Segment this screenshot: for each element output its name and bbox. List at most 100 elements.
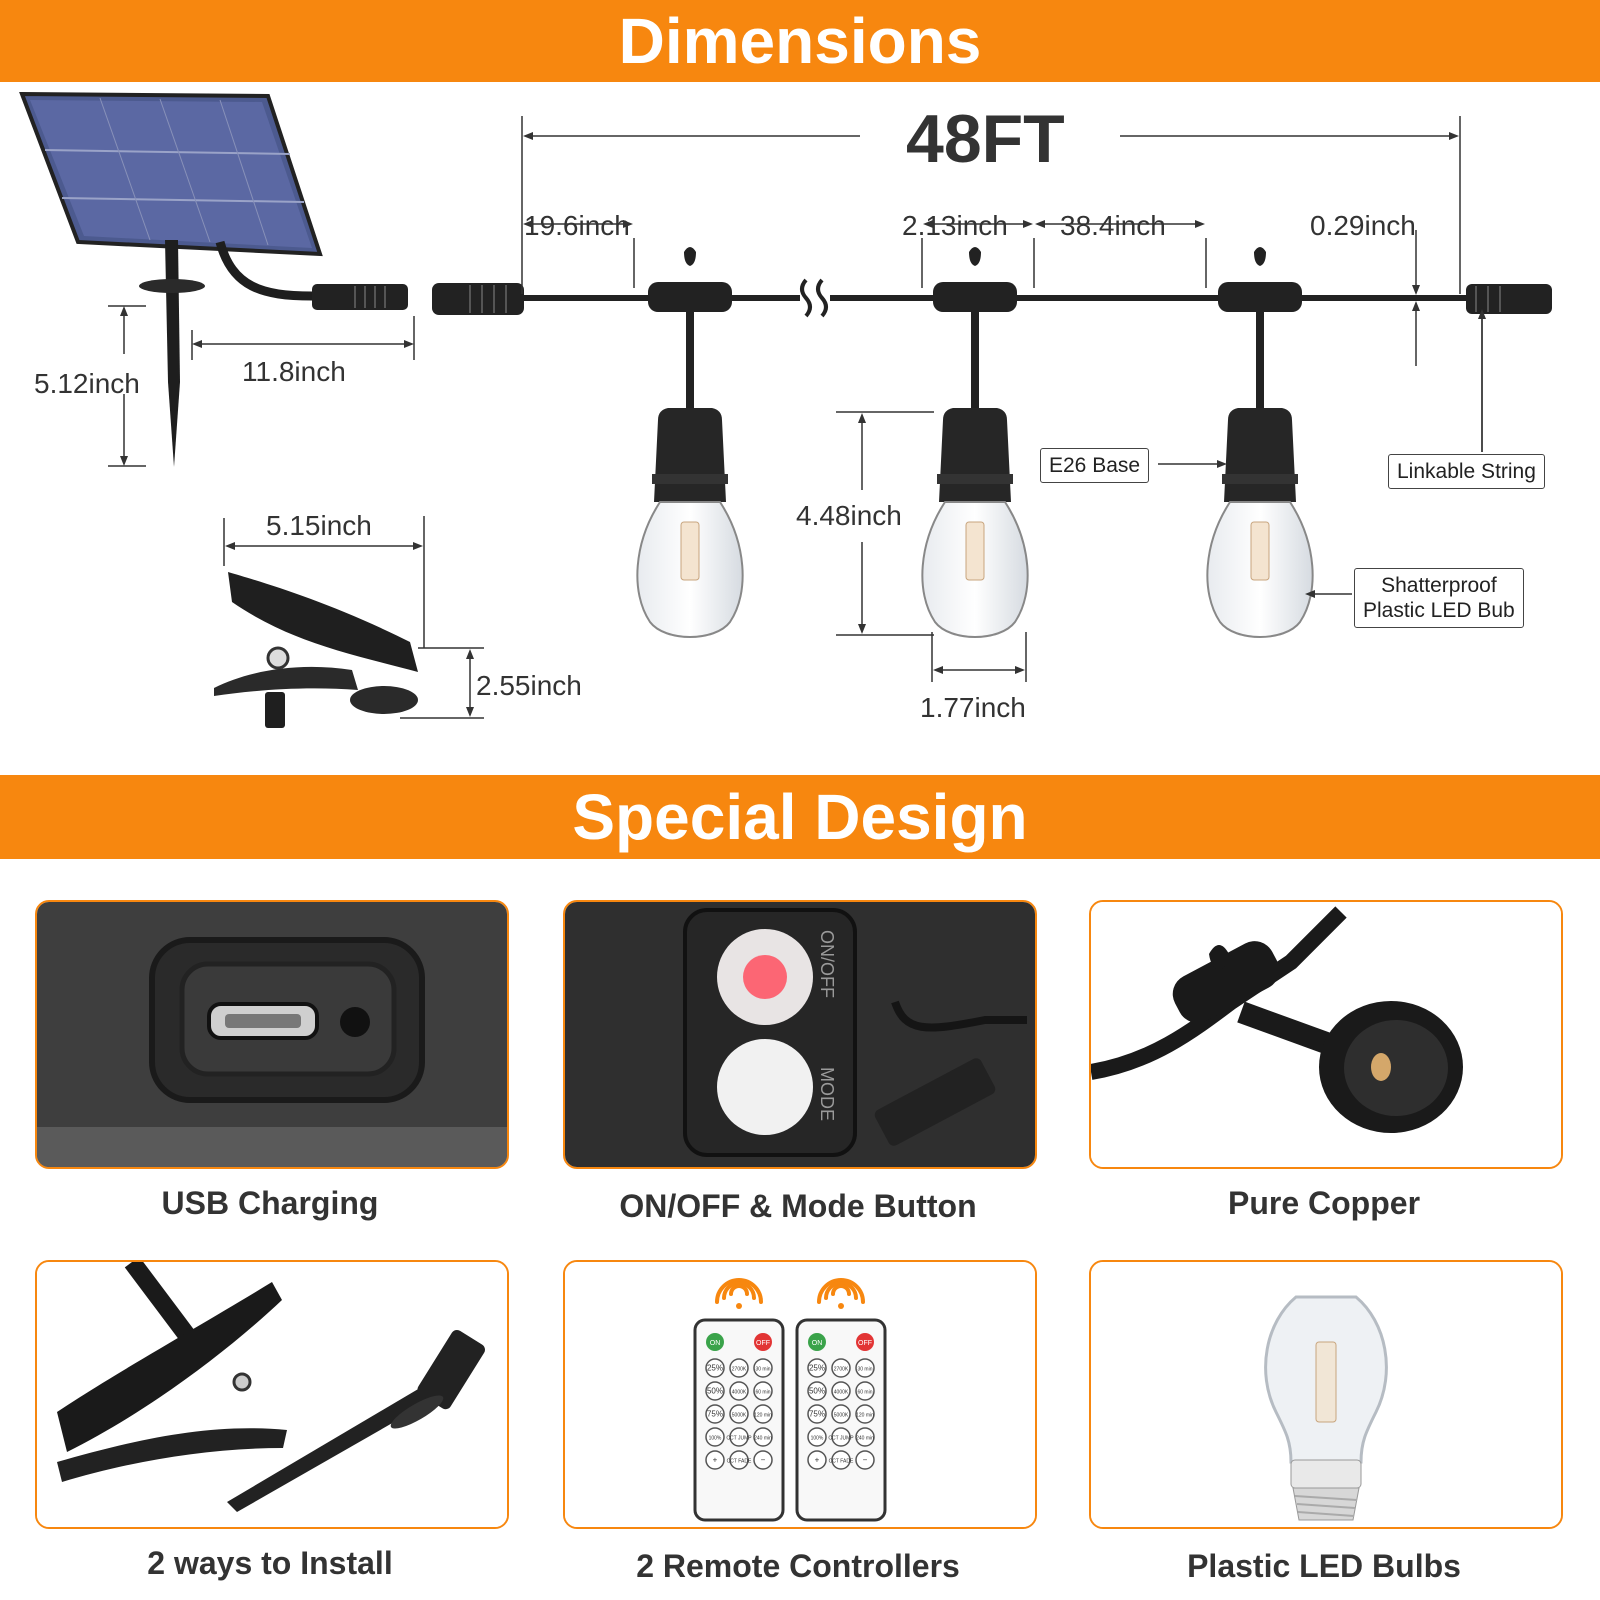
card-usb-charging — [35, 900, 509, 1169]
remote-key-label: 5000K — [732, 1413, 747, 1419]
remote-key — [729, 1404, 749, 1424]
remote-key — [753, 1427, 773, 1447]
remote-key — [753, 1381, 773, 1401]
remote-key — [831, 1427, 851, 1447]
remote-off-button — [754, 1333, 772, 1351]
control-buttons-icon: ON/OFF MODE — [565, 902, 1035, 1167]
callout-e26-base: E26 Base — [1040, 448, 1150, 483]
led-bulb-icon — [1091, 1262, 1561, 1527]
remote-key — [705, 1358, 725, 1378]
caption-usb-charging: USB Charging — [161, 1185, 379, 1221]
caption-led-bulbs: Plastic LED Bulbs — [1187, 1548, 1461, 1584]
remote-key — [753, 1404, 773, 1424]
product-drawing — [19, 91, 1552, 728]
total-length-label: 48FT — [906, 101, 1065, 177]
wifi-signal-icon — [736, 1303, 742, 1309]
remote-on-label: ON — [812, 1340, 823, 1347]
special-design-banner: Special Design — [0, 775, 1600, 859]
remote-on-button — [808, 1333, 826, 1351]
dim-end-gap: 0.29inch — [1310, 210, 1416, 241]
callout-bulb-line2: Plastic LED Bub — [1363, 599, 1515, 622]
remote-key-label: + — [713, 1456, 718, 1465]
remote-key-label: 50% — [707, 1387, 723, 1396]
callout-linkable-string: Linkable String — [1388, 454, 1545, 489]
remote-key-label: 30 min — [857, 1367, 872, 1373]
remote-off-button — [856, 1333, 874, 1351]
remote-key — [807, 1450, 827, 1470]
remote-key — [705, 1381, 725, 1401]
caption-onoff-mode: ON/OFF & Mode Button — [619, 1188, 977, 1224]
wifi-signal-icon — [824, 1281, 858, 1300]
card-pure-copper — [1089, 900, 1563, 1169]
remote-key-label: − — [761, 1456, 766, 1465]
dimensions-banner: Dimensions — [0, 0, 1600, 82]
remote-off-label: OFF — [756, 1340, 770, 1347]
string-dimension-lines — [521, 116, 1486, 682]
remote-on-label: ON — [710, 1340, 721, 1347]
clip-dimension-lines — [223, 516, 484, 719]
callout-bulb-line1: Shatterproof — [1381, 574, 1497, 597]
remote-key-label: 30 min — [755, 1367, 770, 1373]
remote-key-label: 5000K — [834, 1413, 849, 1419]
remote-key-label: 2700K — [834, 1367, 849, 1373]
clip-icon — [214, 572, 418, 728]
remote-key — [855, 1450, 875, 1470]
remote-key-label: 240 min — [754, 1436, 772, 1442]
remote-key — [831, 1404, 851, 1424]
remote-key-label: 75% — [707, 1410, 723, 1419]
wifi-signal-icon — [729, 1284, 749, 1296]
card-install-methods — [35, 1260, 509, 1529]
remote-key — [753, 1450, 773, 1470]
remote-key — [831, 1450, 851, 1470]
dimensions-diagram: 48FT 19.6inch 2.13inch 38.4inch 0.29inch… — [0, 82, 1600, 775]
remote-key-label: CCT FADE — [829, 1459, 854, 1465]
bulb-2-icon — [921, 247, 1029, 638]
remote-key — [807, 1427, 827, 1447]
wifi-signal-icon — [838, 1303, 844, 1309]
dim-panel-cable-length: 11.8inch — [242, 356, 346, 387]
mode-label: MODE — [817, 1067, 837, 1121]
solar-panel-icon — [19, 91, 408, 467]
remote-key-label: 60 min — [857, 1390, 872, 1396]
remote-key — [729, 1358, 749, 1378]
callout-shatterproof-bulb: Shatterproof Plastic LED Bub — [1354, 568, 1524, 628]
remote-key — [855, 1427, 875, 1447]
dim-socket-width: 2.13inch — [902, 210, 1008, 241]
remote-key-label: 75% — [809, 1410, 825, 1419]
remote-key — [705, 1450, 725, 1470]
remote-key — [705, 1404, 725, 1424]
clip-and-stake-icon — [37, 1262, 507, 1527]
remote-key-label: − — [863, 1456, 868, 1465]
caption-remote-controllers: 2 Remote Controllers — [636, 1548, 960, 1584]
remote-key — [729, 1427, 749, 1447]
remote-key-label: 120 min — [754, 1413, 772, 1419]
remote-key-label: 4000K — [732, 1390, 747, 1396]
remote-key — [705, 1427, 725, 1447]
wifi-signal-icon — [715, 1278, 763, 1304]
remote-key-label: 50% — [809, 1387, 825, 1396]
remote-key-label: CCT JUMP — [828, 1436, 854, 1442]
remote-key-label: + — [815, 1456, 820, 1465]
remote-key — [807, 1404, 827, 1424]
remote-key — [753, 1358, 773, 1378]
remote-key-label: 100% — [709, 1436, 722, 1442]
panel-dimension-lines — [108, 305, 415, 467]
wifi-signal-icon — [722, 1281, 756, 1300]
copper-socket-icon — [1091, 902, 1561, 1167]
caption-pure-copper: Pure Copper — [1227, 1185, 1421, 1221]
dim-bulb-spacing: 38.4inch — [1060, 210, 1166, 241]
dim-clip-width: 5.15inch — [266, 510, 372, 541]
dim-bulb-diameter: 1.77inch — [920, 692, 1026, 723]
usb-port-icon — [37, 902, 507, 1167]
remote-key — [831, 1381, 851, 1401]
dim-spacing-start: 19.6inch — [524, 210, 630, 241]
remote-key-label: CCT FADE — [727, 1459, 752, 1465]
remote-on-button — [706, 1333, 724, 1351]
wifi-signal-icon — [817, 1278, 865, 1304]
remote-key — [729, 1450, 749, 1470]
remote-key-label: 100% — [811, 1436, 824, 1442]
